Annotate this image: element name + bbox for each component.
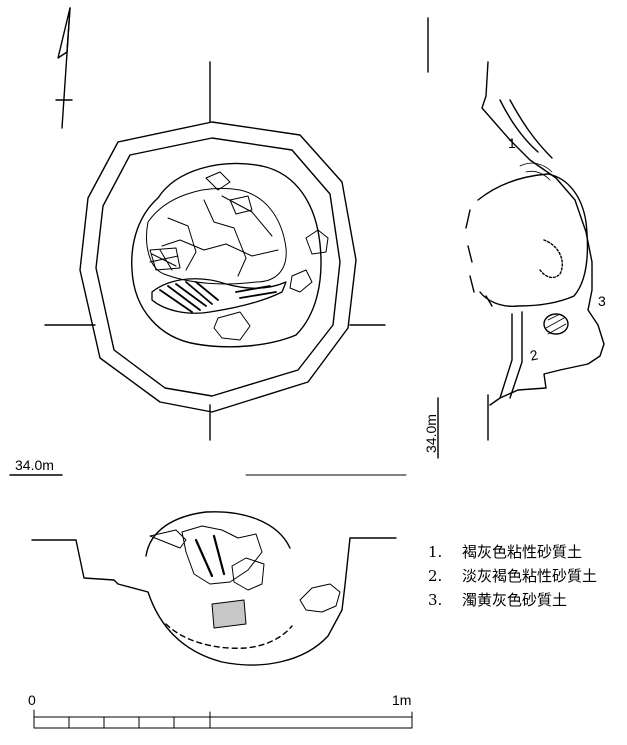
north-arrow-icon: [55, 7, 73, 129]
stone-section: [543, 313, 569, 335]
pit-outer-edge: [79, 121, 357, 413]
plan-elevation-label: 34.0m: [15, 457, 54, 473]
pottery-fragments: [146, 171, 329, 341]
scale-bar-end-label: 1m: [392, 692, 411, 708]
section-bottom-pottery: [149, 525, 341, 629]
pit-floor: [131, 162, 322, 348]
plan-view: [44, 61, 386, 441]
layer-number-3: 3: [598, 293, 606, 309]
pit-rim: [95, 137, 341, 397]
legend-item: 3.濁黄灰色砂質土: [428, 591, 568, 609]
section-right-elevation-label: 34.0m: [423, 414, 439, 453]
scale-bar-start-label: 0: [28, 692, 36, 708]
section-right-profile: [481, 61, 605, 406]
legend-item: 2.淡灰褐色粘性砂質土: [428, 567, 598, 585]
section-right: [427, 17, 605, 441]
section-bottom: [31, 511, 397, 666]
soil-layer-legend: 1.褐灰色粘性砂質土 2.淡灰褐色粘性砂質土 3.濁黄灰色砂質土: [428, 540, 597, 612]
layer-number-2: 2: [528, 346, 539, 363]
layer-number-1: 1: [508, 135, 516, 151]
section-bottom-profile: [31, 537, 397, 666]
scale-bar: [33, 709, 413, 729]
pottery-vessel-section: [477, 173, 589, 308]
legend-item: 1.褐灰色粘性砂質土: [428, 543, 583, 561]
